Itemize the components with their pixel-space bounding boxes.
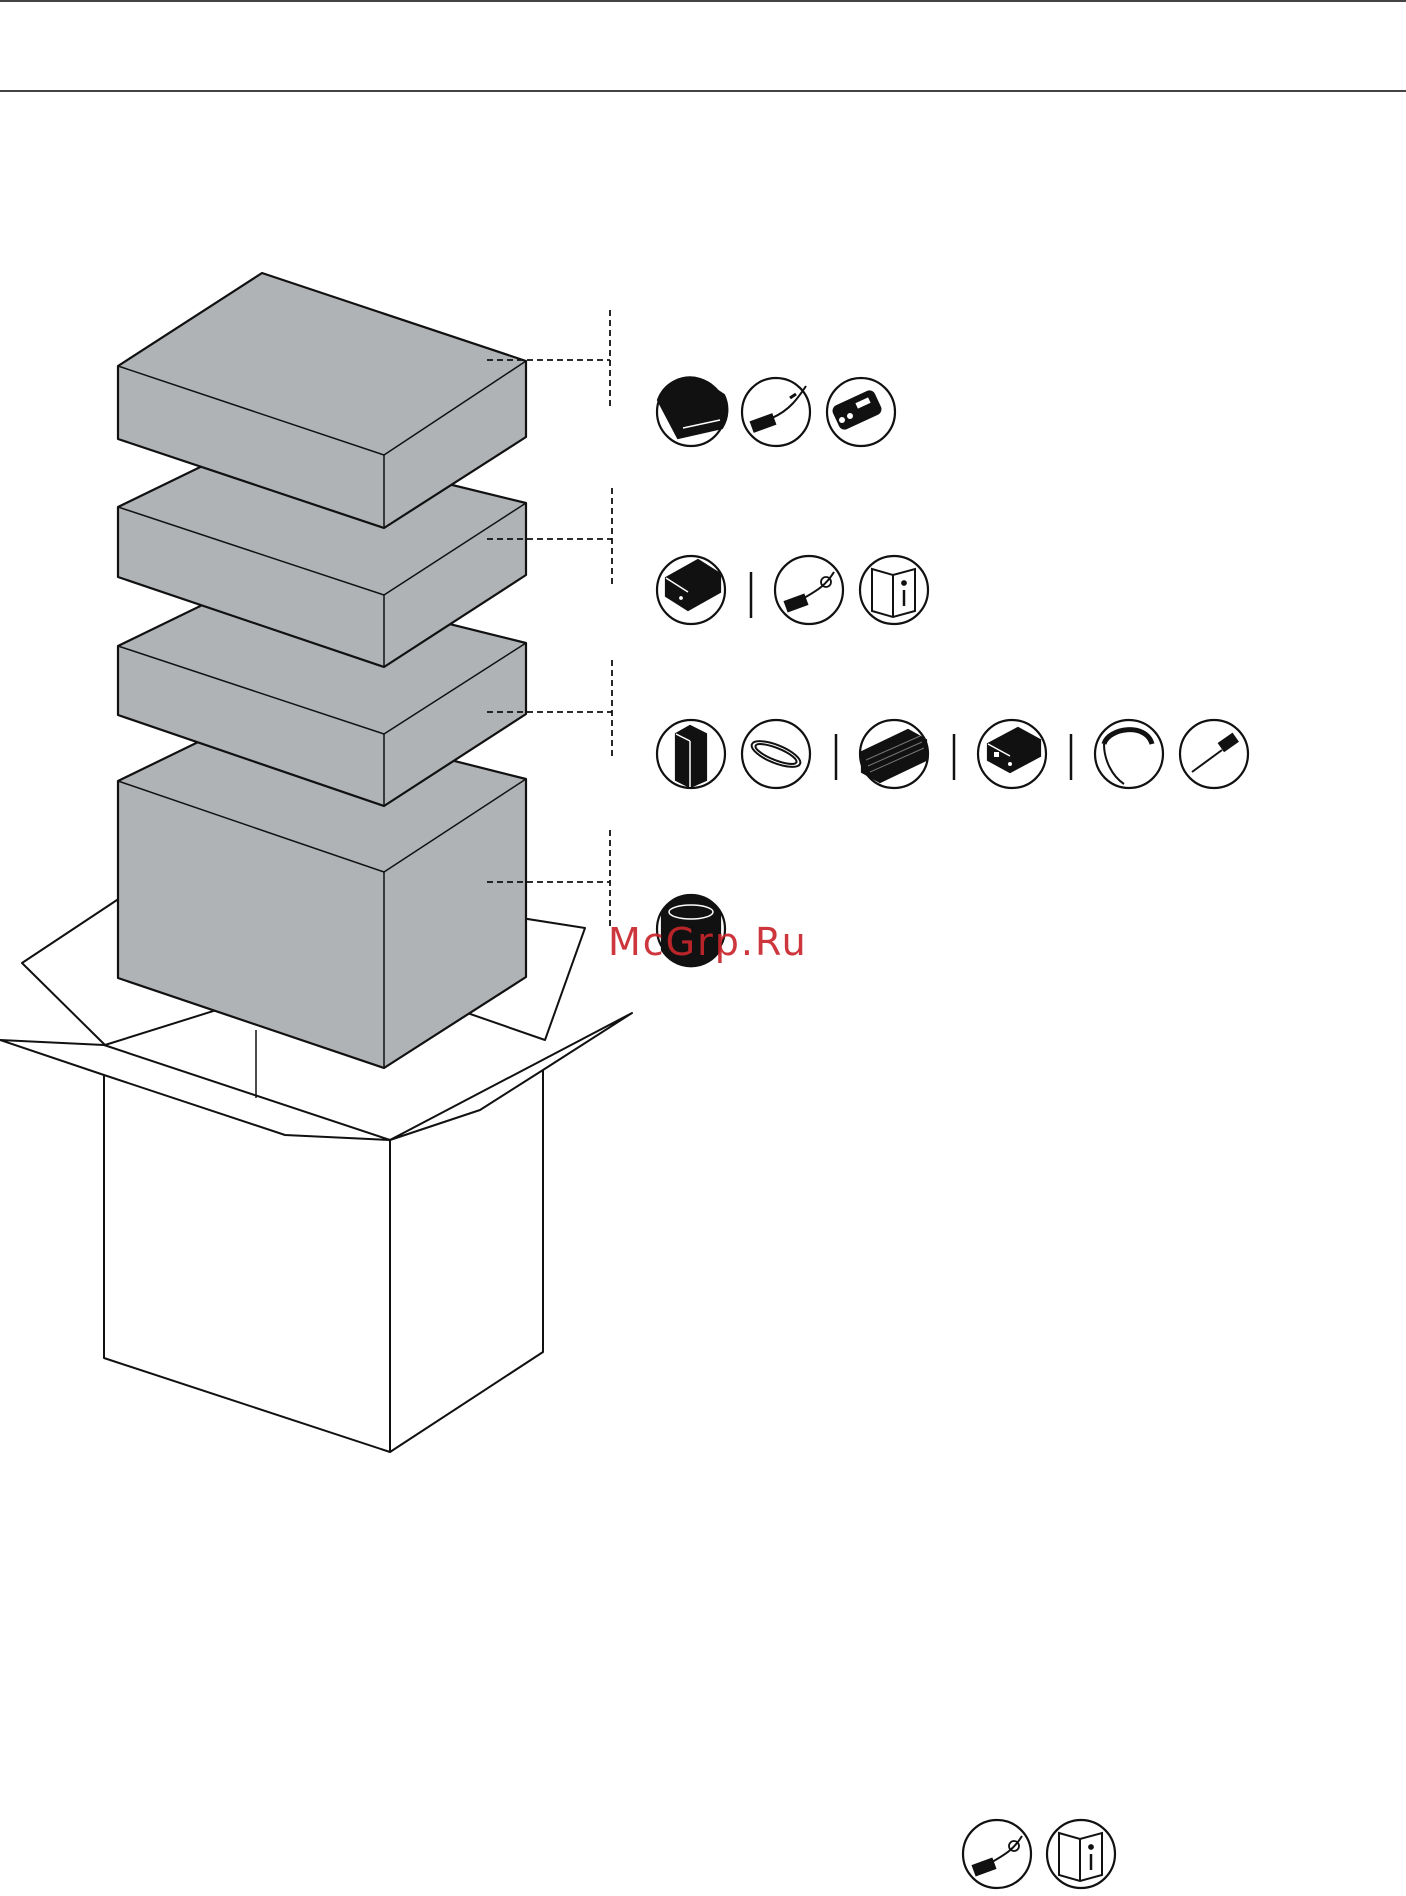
headset-icon [1095,720,1163,788]
footer-power-cord-icon [963,1820,1031,1888]
bass-module-icon [657,720,725,788]
adaptiq-box-icon [978,720,1046,788]
row-1-icons [657,377,895,446]
power-adapter-icon [657,556,725,624]
footer-icons [963,1820,1115,1888]
watermark-text: McGrp.Ru [608,920,808,964]
cable-coil-icon [742,720,810,788]
power-cord-icon [775,556,843,624]
ir-cable-icon [1180,720,1248,788]
hdmi-cable-icon [742,378,810,446]
soundbar-icon [657,377,727,446]
remote-control-icon [827,378,895,446]
row-3-icons [657,720,1248,788]
manual-icon [860,556,928,624]
row-2-icons [657,556,928,624]
footer-manual-icon [1047,1820,1115,1888]
speaker-grille-icon [860,720,928,788]
